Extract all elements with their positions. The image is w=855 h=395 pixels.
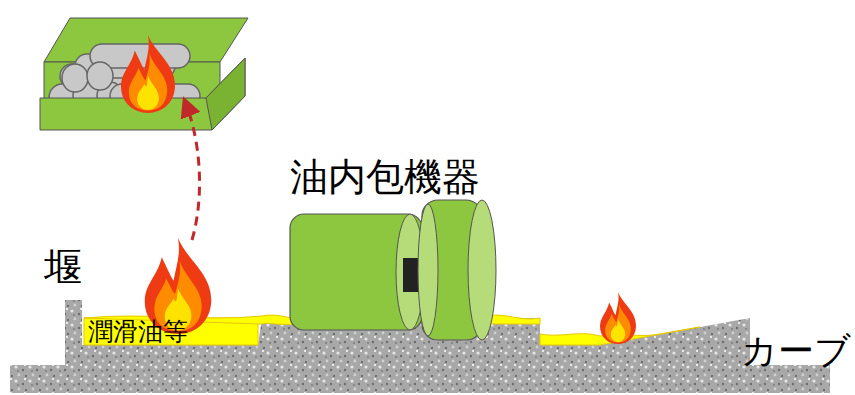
cable-tray [40, 18, 248, 130]
curb-label: カーブ [741, 330, 851, 371]
spread-arrow [186, 104, 200, 240]
tray-fire [121, 35, 175, 113]
equipment-label: 油内包機器 [290, 156, 480, 200]
oil-label: 潤滑油等 [88, 318, 188, 347]
weir-label: 堰 [44, 246, 82, 290]
oil-equipment [290, 200, 496, 340]
small-fire [600, 292, 636, 344]
